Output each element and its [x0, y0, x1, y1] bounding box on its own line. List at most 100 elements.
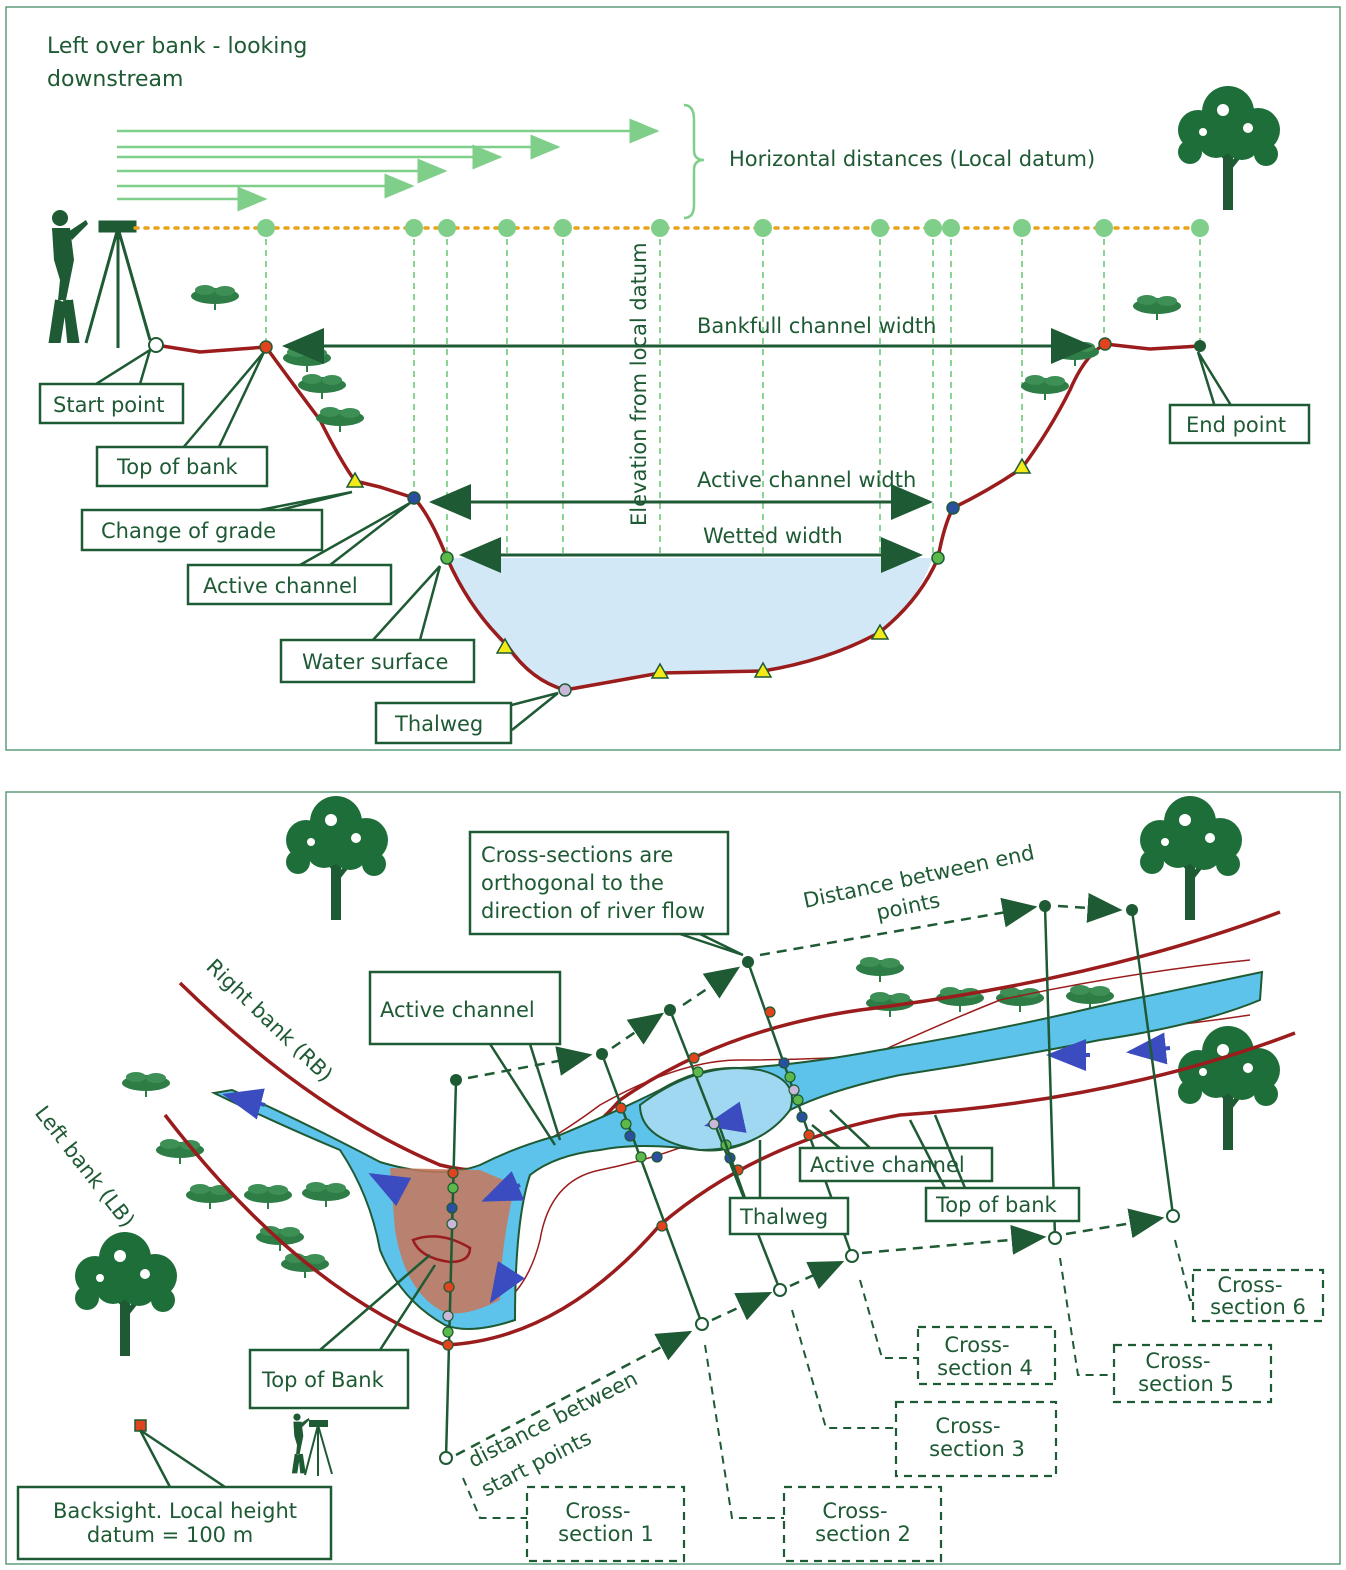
thalweg-label: Thalweg — [394, 712, 483, 736]
tree-icon — [1178, 86, 1280, 210]
cross-section-3-line2: section 3 — [929, 1437, 1025, 1461]
active-channel-point — [946, 501, 960, 515]
backsight-line1: Backsight. Local height — [53, 1499, 297, 1523]
start-points-connector — [455, 1208, 1165, 1457]
start-point-markers — [439, 1209, 1180, 1465]
tree-icon — [1140, 796, 1242, 920]
cross-section-5-box — [1112, 1343, 1273, 1404]
end-point-markers — [450, 900, 1138, 1086]
thalweg-pool — [411, 1235, 472, 1264]
active-channel-upper-label: Active channel — [380, 998, 535, 1022]
shrub-icon — [1132, 294, 1182, 321]
shrub-icon — [301, 1181, 351, 1208]
change-of-grade-markers — [345, 457, 1032, 679]
top-of-bank-box — [95, 445, 269, 488]
bankfull-label: Bankfull channel width — [697, 314, 936, 338]
top-of-bank-right-label: Top of bank — [935, 1193, 1058, 1217]
top-of-bank-label: Top of bank — [116, 455, 239, 479]
wetted-width-label: Wetted width — [703, 524, 843, 548]
shrub-icon — [855, 956, 905, 983]
surveyor-icon — [52, 210, 88, 340]
orthogonal-note-box — [468, 830, 730, 936]
cross-section-5-line1: Cross- — [1145, 1349, 1210, 1373]
cross-section-1-box — [525, 1485, 686, 1563]
top-of-bank-left-leader — [319, 1254, 437, 1351]
cross-section-6-line2: section 6 — [1210, 1295, 1306, 1319]
shrub-icon — [297, 373, 347, 400]
active-channel-lower-leader — [811, 1109, 871, 1149]
shrub-icon — [155, 1138, 205, 1165]
active-channel-box — [186, 563, 393, 606]
water-surface-box — [279, 638, 476, 684]
cross-section-6-box — [1191, 1268, 1325, 1323]
end-point-marker — [1194, 340, 1206, 352]
top-of-bank-left-box — [248, 1348, 410, 1410]
water-body — [447, 558, 933, 690]
cross-section-3-box — [894, 1400, 1058, 1478]
survey-points — [442, 1006, 815, 1351]
active-channel-point — [407, 491, 421, 505]
datum-points — [257, 219, 1209, 237]
cross-section-4-line2: section 4 — [937, 1356, 1033, 1380]
cross-section-2-line2: section 2 — [815, 1522, 911, 1546]
tree-icon — [286, 796, 388, 920]
thalweg-point — [558, 683, 572, 697]
shrub-icon — [190, 284, 240, 311]
end-points-connector — [467, 892, 1123, 1080]
cross-section-5-line2: section 5 — [1138, 1372, 1234, 1396]
top-of-bank-point — [1098, 337, 1112, 351]
active-channel-label: Active channel — [203, 574, 358, 598]
shrub-icon — [243, 1183, 293, 1210]
orthogonal-note-line1: Cross-sections are — [481, 843, 673, 867]
backsight-line2: datum = 100 m — [87, 1523, 253, 1547]
tripod-icon — [304, 1420, 333, 1476]
cross-section-2-box — [782, 1485, 943, 1563]
top-of-bank-right-leader — [908, 1114, 967, 1189]
orthogonal-note-line3: direction of river flow — [481, 899, 705, 923]
orthogonal-note-leader — [679, 932, 744, 957]
cross-section-1-line1: Cross- — [565, 1499, 630, 1523]
active-channel-lower-label: Active channel — [810, 1153, 965, 1177]
water-surface-point — [440, 551, 454, 565]
horizontal-distance-arrows — [117, 118, 660, 212]
elevation-label: Elevation from local datum — [627, 242, 651, 526]
backsight-box — [16, 1485, 333, 1561]
start-point-label: Start point — [53, 393, 165, 417]
orthogonal-note-line2: orthogonal to the — [481, 871, 664, 895]
top-of-bank-left-label: Top of Bank — [261, 1368, 385, 1392]
thalweg-bottom-leader — [718, 1127, 762, 1199]
top-panel-frame — [5, 6, 1341, 751]
cross-section-1-line2: section 1 — [558, 1522, 654, 1546]
tripod-icon — [84, 220, 152, 348]
cross-section-3-line1: Cross- — [935, 1414, 1000, 1438]
top-title-line2: downstream — [47, 67, 183, 92]
tree-icon — [75, 1232, 177, 1356]
pool — [638, 1067, 793, 1152]
active-width-label: Active channel width — [697, 468, 916, 492]
shrub-icon — [121, 1071, 171, 1098]
change-of-grade-label: Change of grade — [101, 519, 276, 543]
backsight-leader — [138, 1428, 226, 1489]
end-point-box — [1168, 403, 1311, 445]
top-title-line1: Left over bank - looking — [47, 34, 307, 59]
left-bank-label: Left bank (LB) — [30, 1101, 139, 1232]
cross-section-6-line1: Cross- — [1217, 1273, 1282, 1297]
horizontal-distances-label: Horizontal distances (Local datum) — [729, 147, 1095, 171]
water-surface-label: Water surface — [302, 650, 448, 674]
active-channel-upper-box — [368, 970, 562, 1046]
start-point-box — [38, 382, 185, 425]
distance-brace — [683, 103, 705, 220]
start-point-marker — [148, 337, 164, 353]
thalweg-box — [374, 701, 513, 745]
cross-section-2-line1: Cross- — [822, 1499, 887, 1523]
shrub-icon — [1020, 374, 1070, 401]
shrub-icon — [282, 346, 332, 373]
thalweg-bottom-box — [728, 1196, 850, 1236]
end-point-label: End point — [1186, 413, 1286, 437]
cross-section-4-line1: Cross- — [944, 1333, 1009, 1357]
top-of-bank-right-box — [924, 1186, 1081, 1223]
change-of-grade-box — [80, 508, 324, 552]
water-surface-point — [931, 551, 945, 565]
active-channel-upper-leader — [488, 1043, 562, 1146]
